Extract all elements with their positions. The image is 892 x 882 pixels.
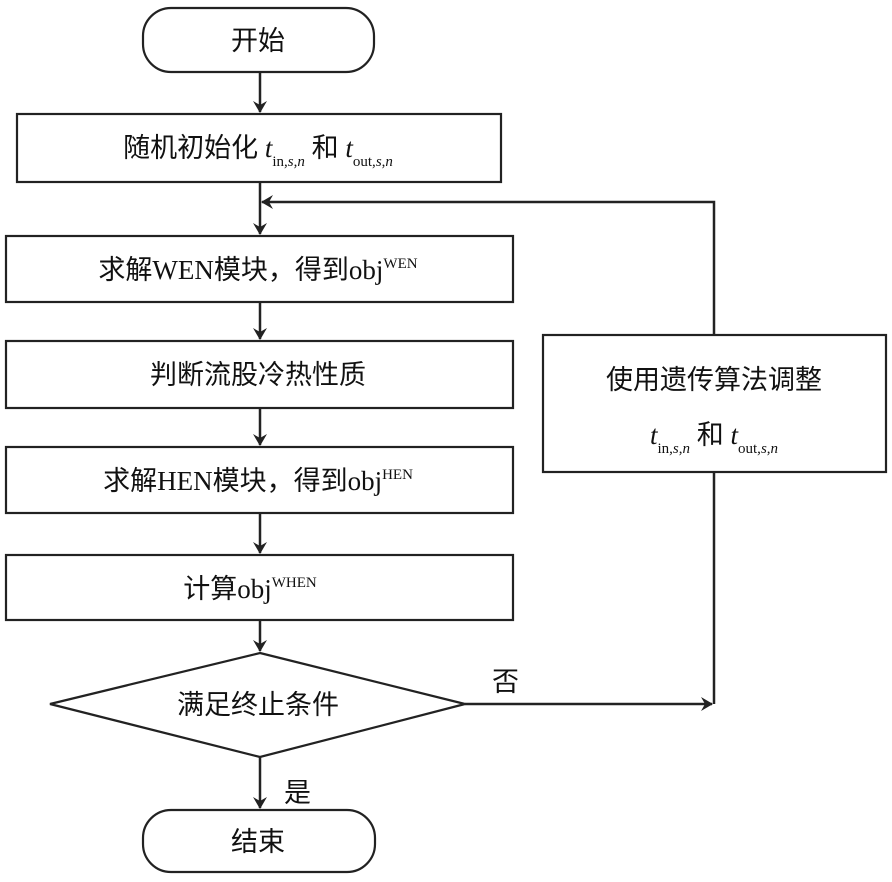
init-node: 随机初始化 tin,s,n 和 tout,s,n (15, 112, 503, 184)
when-node: 计算objWHEN (4, 553, 515, 622)
t-in-var: t (650, 420, 659, 450)
hen-label: 求解HEN模块，得到objHEN (103, 466, 413, 496)
sub: s (288, 154, 294, 170)
hen-sup: HEN (382, 467, 413, 483)
sub: in, (272, 154, 287, 170)
ga-line1: 使用遗传算法调整 (606, 365, 822, 395)
sub: , (382, 154, 386, 170)
sub: n (683, 441, 691, 457)
sub: s (376, 154, 382, 170)
sub: out, (353, 154, 376, 170)
judge-label: 判断流股冷热性质 (150, 360, 366, 390)
sub: , (294, 154, 298, 170)
and-text: 和 (312, 133, 339, 163)
when-sup: WHEN (272, 575, 317, 591)
sub: in, (657, 441, 672, 457)
t-out-var: t (731, 420, 740, 450)
when-label: 计算objWHEN (183, 574, 317, 604)
sub: s (761, 441, 767, 457)
end-node: 结束 (141, 808, 377, 874)
sub: , (679, 441, 683, 457)
sub: out, (738, 441, 761, 457)
t-in-var: t (265, 133, 274, 163)
sub: , (767, 441, 771, 457)
wen-sup: WEN (383, 256, 417, 272)
ga-node: 使用遗传算法调整 tin,s,n 和 tout,s,n (541, 333, 888, 474)
ga-line2: tin,s,n 和 tout,s,n (650, 420, 778, 457)
when-text: 计算obj (183, 574, 272, 604)
sub: n (385, 154, 393, 170)
sub: s (673, 441, 679, 457)
decision-label: 满足终止条件 (177, 690, 339, 720)
and-text: 和 (697, 420, 724, 450)
t-out-var: t (345, 133, 354, 163)
start-node: 开始 (141, 6, 376, 74)
sub: n (771, 441, 779, 457)
wen-text: 求解WEN模块，得到obj (98, 255, 383, 285)
init-text: 随机初始化 (123, 133, 258, 163)
judge-node: 判断流股冷热性质 (4, 339, 515, 410)
wen-node: 求解WEN模块，得到objWEN (4, 234, 515, 304)
arrow-ga-loop-back (261, 195, 716, 335)
init-label: 随机初始化 tin,s,n 和 tout,s,n (123, 133, 393, 170)
sub: n (297, 154, 305, 170)
wen-label: 求解WEN模块，得到objWEN (98, 255, 417, 285)
decision-node: 满足终止条件 (49, 651, 466, 759)
hen-text: 求解HEN模块，得到obj (103, 466, 382, 496)
start-label: 开始 (231, 26, 285, 56)
no-label: 否 (492, 667, 519, 697)
hen-node: 求解HEN模块，得到objHEN (4, 445, 515, 515)
yes-label: 是 (284, 778, 311, 808)
end-label: 结束 (231, 827, 285, 857)
